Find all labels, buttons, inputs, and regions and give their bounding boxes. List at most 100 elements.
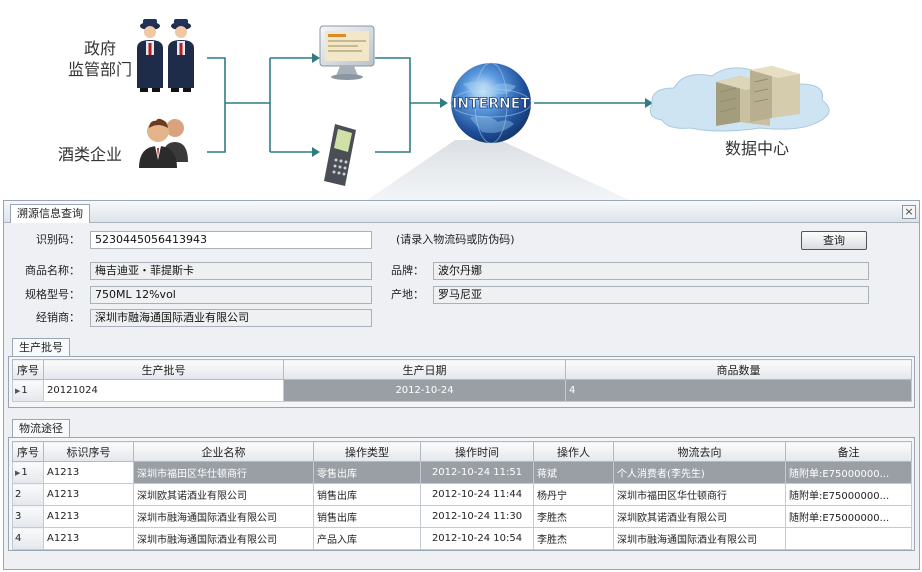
row-pointer-icon: ▶	[15, 469, 21, 477]
brand-label: 品牌：	[391, 264, 424, 277]
tab-logistics[interactable]: 物流途径	[12, 419, 70, 437]
handheld-scanner-icon	[324, 124, 356, 186]
internet-label: INTERNET	[452, 96, 530, 112]
cell-company[interactable]: 深圳市融海通国际酒业有限公司	[133, 505, 314, 528]
cell-person[interactable]: 李胜杰	[533, 505, 614, 528]
cell-batch[interactable]: 20121024	[43, 379, 284, 402]
log-col-op[interactable]: 操作类型	[313, 441, 421, 462]
origin-field: 罗马尼亚	[433, 286, 869, 304]
product-name-label: 商品名称：	[25, 264, 80, 277]
cell-note[interactable]: 随附单:E75000000...	[785, 505, 912, 528]
cell-id[interactable]: A1213	[43, 461, 134, 484]
dealer-field: 深圳市融海通国际酒业有限公司	[90, 309, 372, 327]
origin-label: 产地：	[391, 288, 424, 301]
diagram-graphics: INTERNET	[137, 19, 830, 205]
table-row[interactable]: 3 A1213 深圳市融海通国际酒业有限公司 销售出库 2012-10-24 1…	[12, 505, 912, 528]
log-col-note[interactable]: 备注	[785, 441, 912, 462]
log-col-no[interactable]: 序号	[12, 441, 44, 462]
cell-note[interactable]: 随附单:E75000000...	[785, 461, 912, 484]
brand-field: 波尔丹娜	[433, 262, 869, 280]
log-col-time[interactable]: 操作时间	[420, 441, 534, 462]
spec-field: 750ML 12%vol	[90, 286, 372, 304]
cell-op[interactable]: 销售出库	[313, 505, 421, 528]
window-header: 溯源信息查询 ×	[4, 201, 919, 223]
cell-note[interactable]: 随附单:E75000000...	[785, 483, 912, 506]
cell-time[interactable]: 2012-10-24 10:54	[420, 527, 534, 550]
code-hint: (请录入物流码或防伪码)	[396, 233, 515, 246]
network-diagram: INTERNET 政府 监管部门 酒类企业 数据中心	[0, 0, 922, 205]
batch-col-date[interactable]: 生产日期	[283, 359, 566, 380]
cell-company[interactable]: 深圳市福田区华仕顿商行	[133, 461, 314, 484]
cell-time[interactable]: 2012-10-24 11:44	[420, 483, 534, 506]
cell-date[interactable]: 2012-10-24	[283, 379, 566, 402]
cell-note[interactable]	[785, 527, 912, 550]
tab-trace-query[interactable]: 溯源信息查询	[10, 204, 90, 223]
row-number: 2	[12, 483, 44, 506]
cell-id[interactable]: A1213	[43, 505, 134, 528]
row-number: 3	[12, 505, 44, 528]
focus-beam	[360, 140, 640, 205]
table-row[interactable]: 2 A1213 深圳欧其诺酒业有限公司 销售出库 2012-10-24 11:4…	[12, 483, 912, 506]
batch-col-qty[interactable]: 商品数量	[565, 359, 912, 380]
cell-dest[interactable]: 深圳市融海通国际酒业有限公司	[613, 527, 786, 550]
row-no: 2	[15, 489, 22, 500]
government-label: 政府 监管部门	[58, 38, 142, 80]
log-col-id[interactable]: 标识序号	[43, 441, 134, 462]
connector-arrows	[312, 53, 653, 157]
row-no: 3	[15, 511, 22, 522]
query-form: 识别码： 5230445056413943 (请录入物流码或防伪码) 查询 商品…	[10, 229, 914, 333]
datacenter-label: 数据中心	[724, 139, 789, 158]
table-row[interactable]: ▶1 A1213 深圳市福田区华仕顿商行 零售出库 2012-10-24 11:…	[12, 461, 912, 484]
cell-dest[interactable]: 个人消费者(李先生)	[613, 461, 786, 484]
desktop-computer-icon	[319, 25, 375, 80]
cell-person[interactable]: 杨丹宁	[533, 483, 614, 506]
trace-query-window: 溯源信息查询 × 识别码： 5230445056413943 (请录入物流码或防…	[3, 200, 920, 570]
close-icon[interactable]: ×	[902, 205, 916, 219]
cell-time[interactable]: 2012-10-24 11:51	[420, 461, 534, 484]
row-no: 4	[15, 533, 22, 544]
connector-lines	[207, 57, 645, 153]
row-number: 4	[12, 527, 44, 550]
cell-op[interactable]: 零售出库	[313, 461, 421, 484]
log-col-person[interactable]: 操作人	[533, 441, 614, 462]
gov-label-text: 政府 监管部门	[67, 39, 132, 79]
cell-dest[interactable]: 深圳市福田区华仕顿商行	[613, 483, 786, 506]
code-label: 识别码：	[36, 233, 80, 246]
cell-qty[interactable]: 4	[565, 379, 912, 402]
cell-person[interactable]: 蒋斌	[533, 461, 614, 484]
cell-id[interactable]: A1213	[43, 527, 134, 550]
product-name-field: 梅吉迪亚・菲提斯卡	[90, 262, 372, 280]
tab-batch[interactable]: 生产批号	[12, 338, 70, 356]
enterprise-label: 酒类企业	[57, 145, 122, 164]
row-number: ▶1	[12, 461, 44, 484]
officers-icon	[137, 19, 194, 92]
log-col-dest[interactable]: 物流去向	[613, 441, 786, 462]
batch-table: 序号 生产批号 生产日期 商品数量 ▶1 20121024 2012-10-24…	[12, 359, 912, 402]
logistics-panel: 序号 标识序号 企业名称 操作类型 操作时间 操作人 物流去向 备注 ▶1 A1…	[8, 437, 915, 551]
batch-header-row: 序号 生产批号 生产日期 商品数量	[12, 359, 912, 380]
cell-time[interactable]: 2012-10-24 11:30	[420, 505, 534, 528]
cell-company[interactable]: 深圳欧其诺酒业有限公司	[133, 483, 314, 506]
spec-label: 规格型号：	[25, 288, 80, 301]
cell-op[interactable]: 产品入库	[313, 527, 421, 550]
table-row[interactable]: ▶1 20121024 2012-10-24 4	[12, 379, 912, 402]
row-pointer-icon: ▶	[15, 387, 21, 395]
batch-col-no[interactable]: 序号	[12, 359, 44, 380]
row-no: 1	[21, 385, 28, 396]
cell-id[interactable]: A1213	[43, 483, 134, 506]
logistics-header-row: 序号 标识序号 企业名称 操作类型 操作时间 操作人 物流去向 备注	[12, 441, 912, 462]
table-row[interactable]: 4 A1213 深圳市融海通国际酒业有限公司 产品入库 2012-10-24 1…	[12, 527, 912, 550]
batch-panel: 序号 生产批号 生产日期 商品数量 ▶1 20121024 2012-10-24…	[8, 356, 915, 408]
businessmen-icon	[139, 118, 188, 168]
cell-person[interactable]: 李胜杰	[533, 527, 614, 550]
query-button[interactable]: 查询	[801, 231, 867, 250]
logistics-table: 序号 标识序号 企业名称 操作类型 操作时间 操作人 物流去向 备注 ▶1 A1…	[12, 441, 912, 550]
cell-dest[interactable]: 深圳欧其诺酒业有限公司	[613, 505, 786, 528]
batch-col-batch[interactable]: 生产批号	[43, 359, 284, 380]
internet-globe-icon: INTERNET	[450, 62, 532, 144]
code-input[interactable]: 5230445056413943	[90, 231, 372, 249]
cell-company[interactable]: 深圳市融海通国际酒业有限公司	[133, 527, 314, 550]
cell-op[interactable]: 销售出库	[313, 483, 421, 506]
log-col-company[interactable]: 企业名称	[133, 441, 314, 462]
row-number: ▶1	[12, 379, 44, 402]
